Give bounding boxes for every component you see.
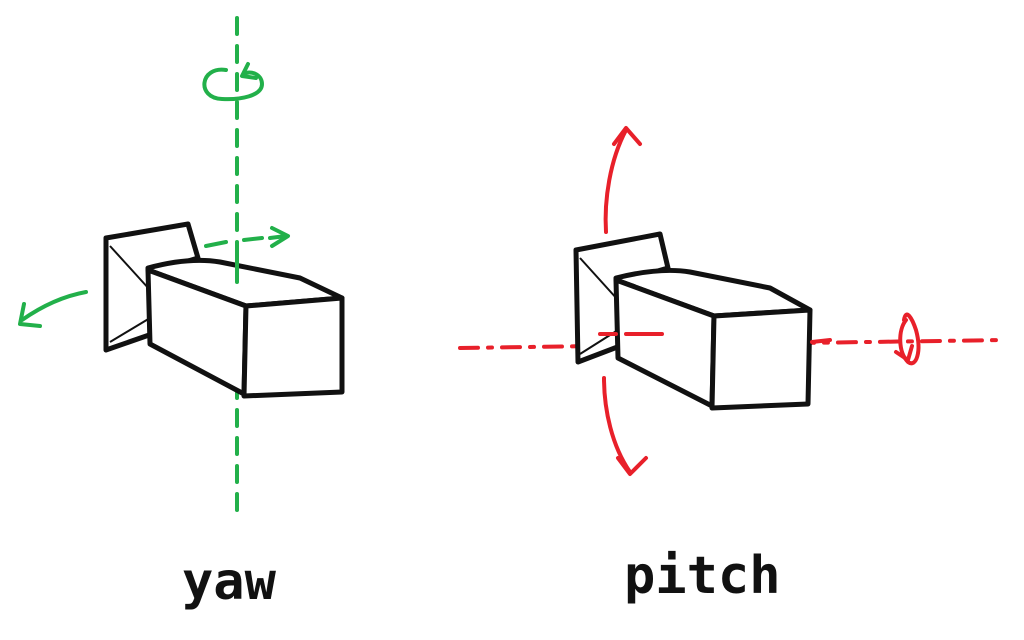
yaw-left-arrowhead-icon xyxy=(18,302,42,328)
pitch-down-arrow-icon xyxy=(602,376,632,474)
yaw-panel xyxy=(18,16,345,522)
pitch-camera-front xyxy=(709,307,813,411)
pitch-up-arrowhead-icon xyxy=(612,126,642,146)
pitch-panel xyxy=(458,126,1006,476)
pitch-down-arrowhead-icon xyxy=(616,456,648,476)
pitch-camera-icon xyxy=(573,231,813,411)
pitch-up-arrow-icon xyxy=(603,128,628,234)
pitch-horizontal-axis xyxy=(458,338,1006,350)
yaw-label: yaw xyxy=(182,552,276,612)
yaw-left-arrow-icon xyxy=(20,290,88,322)
yaw-right-arrow-icon xyxy=(204,234,288,248)
yaw-curl-arrowhead-icon xyxy=(240,62,258,80)
yaw-camera-icon xyxy=(103,221,345,399)
yaw-right-arrowhead-icon xyxy=(270,226,290,248)
pitch-axis-exit-segment xyxy=(810,338,832,344)
yaw-camera-front xyxy=(241,295,345,399)
pitch-rotation-curl-icon xyxy=(898,312,921,366)
pitch-label: pitch xyxy=(624,546,781,606)
pitch-curl-arrowhead-icon xyxy=(894,344,914,362)
yaw-rotation-curl-icon xyxy=(202,67,265,102)
